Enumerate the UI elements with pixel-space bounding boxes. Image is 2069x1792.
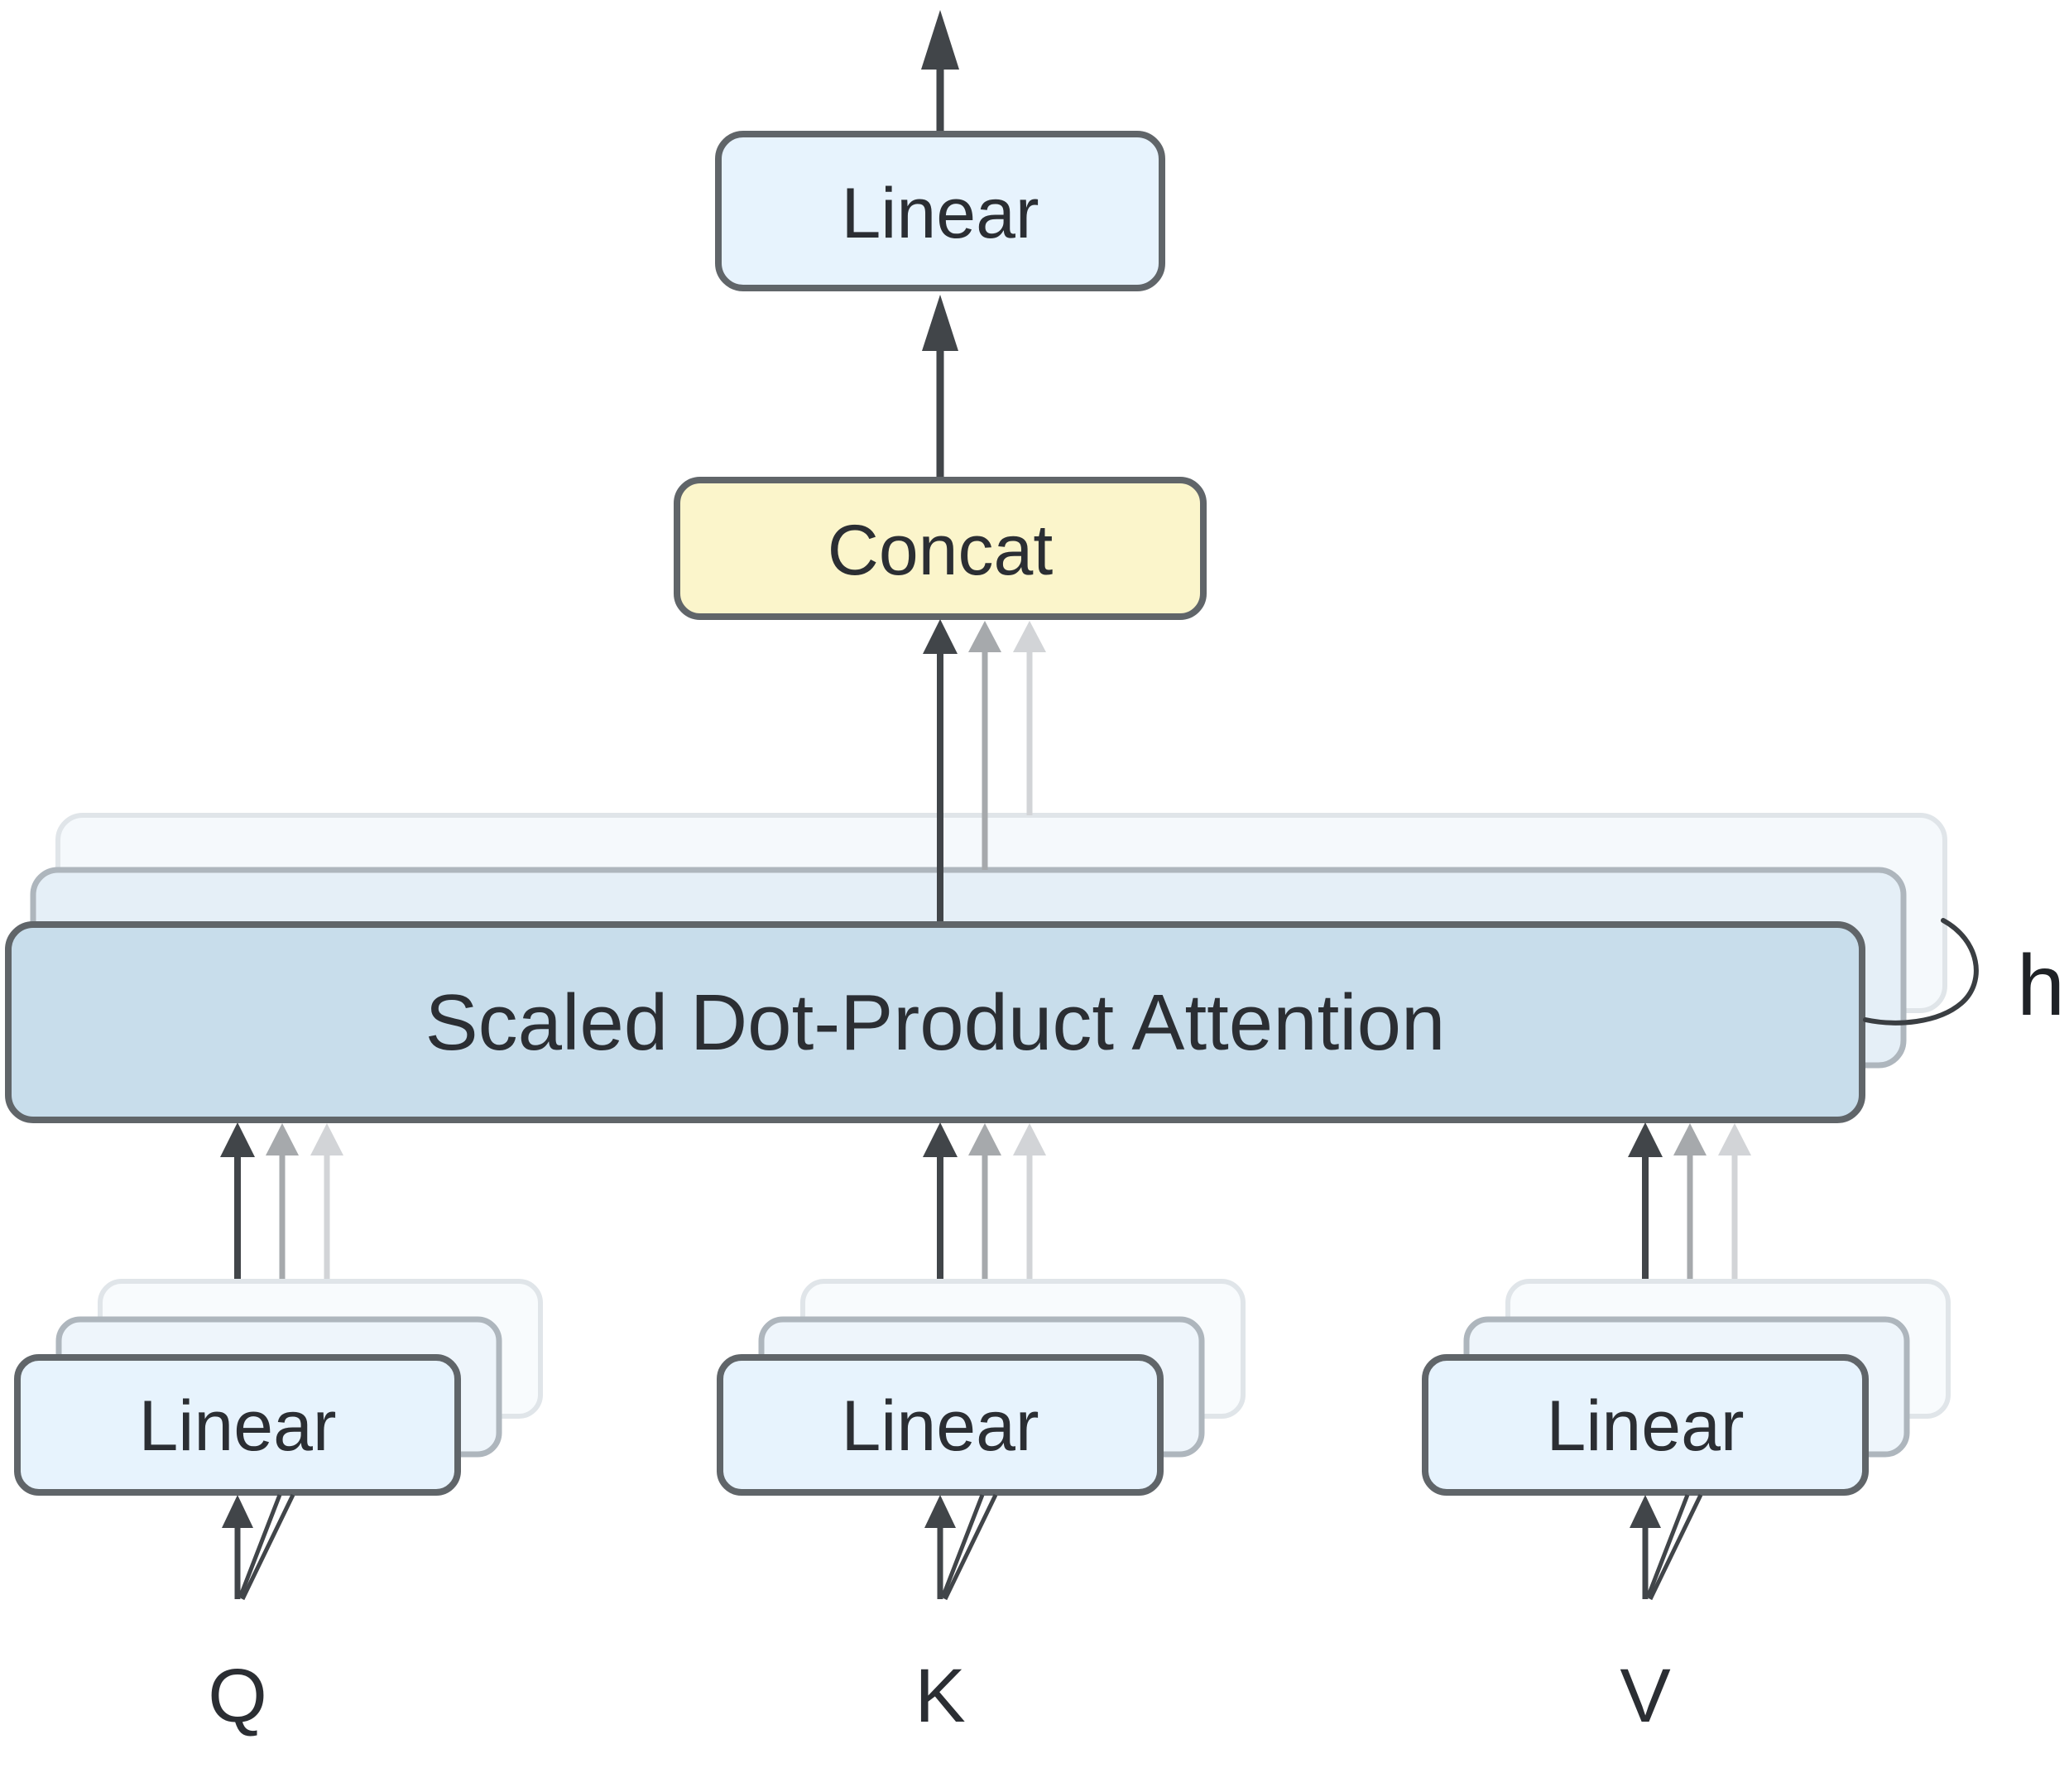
v-fan-arrowhead xyxy=(1630,1495,1661,1528)
v-fan-line3 xyxy=(1648,1493,1703,1601)
output-arrow xyxy=(921,10,959,134)
v-linear-label: Linear xyxy=(1546,1386,1744,1466)
concat-to-linear-arrow xyxy=(922,295,958,478)
heads-count-label: h xyxy=(2017,938,2065,1034)
attention-input-k-arrowhead3 xyxy=(1013,1123,1046,1155)
attention-input-k-arrowhead1 xyxy=(923,1122,958,1157)
v-linear-stack: Linear xyxy=(1422,1279,1951,1496)
concat-to-linear-head xyxy=(922,295,958,351)
concat-node: Concat xyxy=(674,477,1207,620)
attention-node: Scaled Dot-Product Attention xyxy=(5,921,1865,1123)
v-linear-box xyxy=(1422,1354,1869,1496)
k-fan-line3 xyxy=(943,1493,998,1601)
attention-input-q-arrowhead2 xyxy=(266,1123,299,1155)
attention-input-v-arrowhead3 xyxy=(1718,1123,1751,1155)
q-linear-stack: Linear xyxy=(14,1279,543,1496)
concat-input-arrows xyxy=(923,619,1046,925)
concat-box xyxy=(674,477,1207,620)
v-input-label: V xyxy=(1620,1654,1670,1738)
attention-input-v-arrowhead2 xyxy=(1673,1123,1707,1155)
concat-input-head1-arrowhead xyxy=(923,619,958,654)
q-fan-line2 xyxy=(238,1494,282,1598)
k-linear-label: Linear xyxy=(841,1386,1039,1466)
q-linear-label: Linear xyxy=(138,1386,336,1466)
attention-input-q-arrowhead3 xyxy=(310,1123,343,1155)
output-linear-node: Linear xyxy=(715,131,1165,291)
k-input-label: K xyxy=(914,1654,965,1738)
attention-input-v-arrowhead1 xyxy=(1628,1122,1663,1157)
output-arrow-head xyxy=(921,10,959,70)
q-input-fan xyxy=(222,1493,295,1601)
q-fan-arrowhead xyxy=(222,1495,253,1528)
k-linear-stack: Linear xyxy=(717,1279,1246,1496)
heads-brace xyxy=(1863,918,1979,1026)
output-linear-box xyxy=(715,131,1165,291)
concat-input-head2-arrowhead xyxy=(968,621,1001,652)
v-fan-line2 xyxy=(1645,1494,1690,1598)
output-linear-label: Linear xyxy=(841,174,1039,253)
k-input-fan xyxy=(924,1493,998,1601)
concat-label: Concat xyxy=(828,511,1054,590)
attention-box xyxy=(5,921,1865,1123)
q-input-label: Q xyxy=(208,1654,267,1738)
v-input-fan xyxy=(1630,1493,1703,1601)
concat-input-head3-arrowhead xyxy=(1013,621,1046,652)
attention-input-k-arrowhead2 xyxy=(968,1123,1001,1155)
k-linear-box xyxy=(717,1354,1164,1496)
attention-label: Scaled Dot-Product Attention xyxy=(425,978,1446,1067)
attention-input-q-arrowhead1 xyxy=(220,1122,255,1157)
k-fan-arrowhead xyxy=(924,1495,956,1528)
q-fan-line3 xyxy=(240,1493,295,1601)
q-linear-box xyxy=(14,1354,461,1496)
k-fan-line2 xyxy=(940,1494,985,1598)
